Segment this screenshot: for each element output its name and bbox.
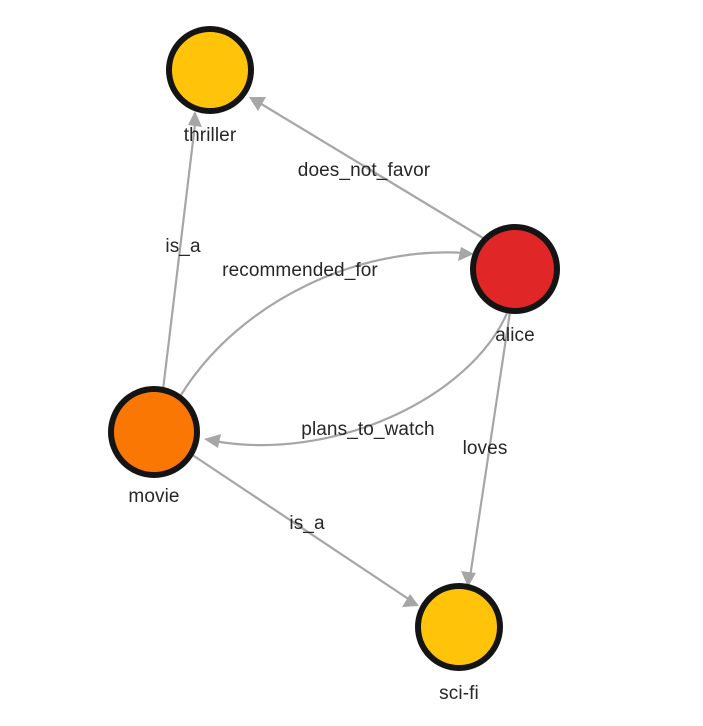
arrow-head-movie-from-alice bbox=[204, 434, 221, 448]
edge-line-loves bbox=[468, 311, 512, 578]
edge-label-does_not_favor: does_not_favor bbox=[297, 160, 431, 181]
node-label-sci-fi: sci-fi bbox=[439, 683, 479, 704]
edge-alice-plans_to_watch-movie[interactable] bbox=[204, 310, 510, 448]
graph-nodes-layer bbox=[108, 26, 560, 671]
arrow-head-alice-from-movie bbox=[458, 247, 474, 261]
edge-alice-loves-sci-fi[interactable] bbox=[461, 311, 512, 587]
arrow-head-thriller-from-alice bbox=[249, 97, 266, 111]
node-thriller[interactable] bbox=[166, 26, 254, 114]
edge-line-is_a-sci-fi bbox=[190, 453, 411, 601]
node-label-movie: movie bbox=[128, 486, 180, 507]
edge-label-loves: loves bbox=[462, 438, 508, 459]
edge-line-recommended_for bbox=[180, 251, 466, 396]
edge-movie-is_a-thriller[interactable] bbox=[161, 111, 202, 391]
edge-movie-recommended_for-alice[interactable] bbox=[180, 247, 474, 396]
arrow-head-sci-fi-from-alice bbox=[461, 571, 476, 587]
edge-line-plans_to_watch bbox=[213, 310, 510, 447]
edge-label-is_a-thriller: is_a bbox=[165, 236, 201, 257]
node-label-alice: alice bbox=[495, 325, 535, 346]
edge-alice-does_not_favor-thriller[interactable] bbox=[249, 97, 484, 239]
node-sci-fi[interactable] bbox=[415, 583, 503, 671]
edge-label-plans_to_watch: plans_to_watch bbox=[301, 419, 435, 440]
node-label-thriller: thriller bbox=[183, 125, 237, 146]
arrow-head-thriller-from-movie bbox=[188, 111, 202, 127]
edge-label-is_a-sci-fi: is_a bbox=[289, 513, 325, 534]
node-alice[interactable] bbox=[470, 224, 560, 314]
edge-movie-is_a-sci-fi[interactable] bbox=[190, 453, 419, 607]
edge-line-does_not_favor bbox=[257, 101, 484, 239]
node-movie[interactable] bbox=[108, 386, 200, 478]
edge-line-is_a-thriller bbox=[161, 115, 198, 391]
edge-label-recommended_for: recommended_for bbox=[222, 260, 378, 281]
arrow-head-sci-fi-from-movie bbox=[402, 594, 419, 607]
